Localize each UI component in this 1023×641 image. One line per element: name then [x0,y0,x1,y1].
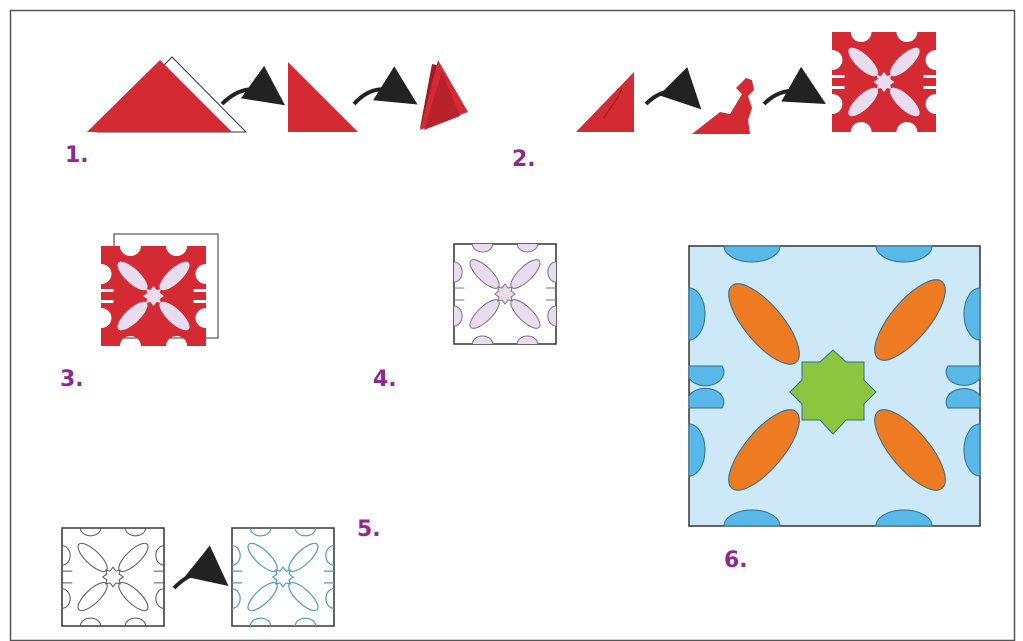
step-label-2: 2. [512,147,536,172]
folded-triangle-medium [288,62,358,132]
red-tile-on-paper [101,246,206,346]
blue-shape [875,509,933,527]
blue-shape [945,365,981,386]
arrow-icon [220,65,286,106]
traced-blue-tile [231,527,335,627]
step-3-group [101,233,219,346]
step-label-5: 5. [357,517,381,542]
star-icon [789,349,877,435]
orange-petal [874,409,946,491]
blue-shape [963,423,981,477]
step-label-6: 6. [724,548,748,573]
folded-wedge [420,60,468,130]
arrow-icon [172,545,229,590]
blue-shape [688,365,725,387]
step-6-group [688,245,981,527]
orange-petal [874,279,946,361]
blue-shape [875,245,933,263]
blue-shape [688,423,706,477]
orange-petal [728,283,800,365]
step-label-4: 4. [373,367,397,392]
folded-triangle-large [87,60,232,132]
arrow-icon [644,66,702,110]
step-2-group [576,32,936,134]
cut-triangle-small-marks [603,87,623,119]
step-label-3: 3. [60,367,84,392]
step-label-1: 1. [65,143,89,168]
arrow-icon [762,66,826,106]
blue-shape [723,245,781,263]
traced-pink-tile [453,243,557,345]
blue-shape [688,287,706,341]
blue-shape [723,509,781,527]
traced-outline-tile [61,527,165,627]
blue-shape [963,287,981,341]
orange-petal [728,409,800,491]
cut-triangle-shaped [692,78,754,134]
step-5-group [61,527,335,627]
blue-shape [688,387,725,409]
cut-triangle-small [576,72,634,132]
blue-shape [945,388,981,409]
step-1-group [87,56,468,133]
unfolded-red-tile [832,32,936,132]
arrow-icon [352,66,418,106]
